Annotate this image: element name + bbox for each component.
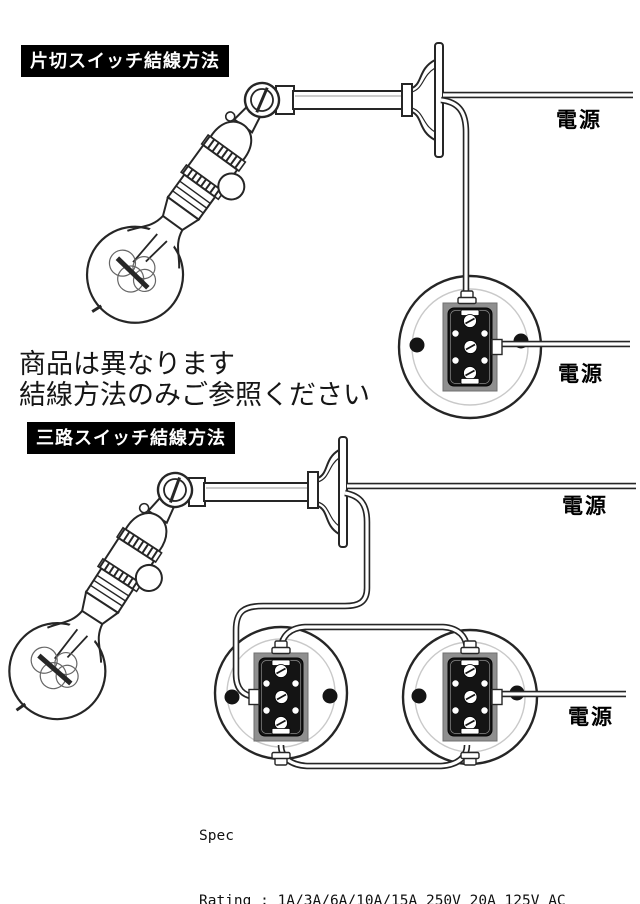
lamp-bottom xyxy=(0,450,225,744)
mount-hole xyxy=(224,689,240,705)
wall-arm xyxy=(292,90,406,110)
wire-traveller-top xyxy=(277,623,471,651)
single-pole-diagram xyxy=(64,42,633,420)
spec-title: Spec xyxy=(199,828,234,844)
power-label-top: 電源 xyxy=(556,109,602,132)
three-way-diagram xyxy=(0,436,636,770)
switch-block-left xyxy=(253,652,309,742)
mount-hole xyxy=(322,688,338,704)
spec-block: Spec Rating : 1A/3A/6A/10A/15A 250V 20A … xyxy=(199,783,566,904)
wall-arm xyxy=(203,482,311,502)
terminal-tab xyxy=(491,688,503,706)
wall-flange xyxy=(411,58,436,142)
product-note: 商品は異なります 結線方法のみご参照ください xyxy=(19,349,370,411)
switch-block-right xyxy=(442,652,498,742)
power-label-bottom-switch: 電源 xyxy=(568,706,614,729)
wire-flange-to-switch xyxy=(440,96,470,296)
note-line-1: 商品は異なります xyxy=(19,349,235,379)
terminal-tab xyxy=(248,688,260,706)
wall-flange xyxy=(317,448,340,536)
mount-hole xyxy=(411,688,427,704)
terminal-tab xyxy=(491,338,503,356)
section-badge-three-way: 三路スイッチ結線方法 xyxy=(27,422,235,454)
power-label-bottom: 電源 xyxy=(562,495,608,518)
switch-block-top xyxy=(442,302,498,392)
section-badge-single-pole: 片切スイッチ結線方法 xyxy=(21,45,229,77)
lamp-top xyxy=(64,58,311,347)
note-line-2: 結線方法のみご参照ください xyxy=(19,379,370,410)
wire-flange-to-left-switch xyxy=(232,489,371,701)
spec-line-rating: Rating : 1A/3A/6A/10A/15A 250V 20A 125V … xyxy=(199,892,566,904)
mount-hole xyxy=(409,337,425,353)
power-label-top-switch: 電源 xyxy=(558,363,604,386)
